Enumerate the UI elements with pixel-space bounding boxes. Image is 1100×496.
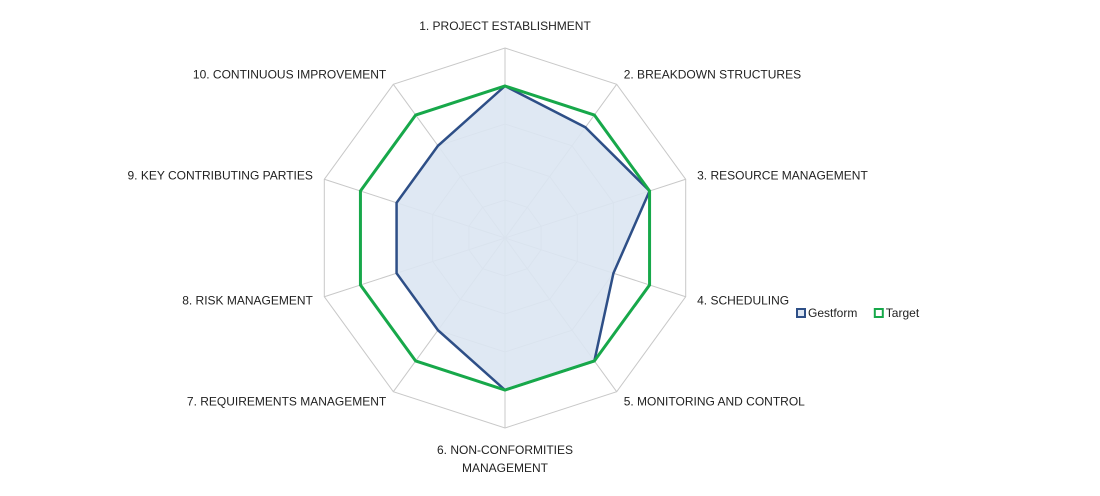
category-label: 1. PROJECT ESTABLISHMENT — [419, 19, 591, 33]
legend-label-target: Target — [886, 306, 920, 320]
legend-swatch-gestform — [796, 308, 806, 318]
legend-swatch-target — [873, 308, 884, 318]
category-labels: 1. PROJECT ESTABLISHMENT 2. BREAKDOWN STR… — [128, 19, 869, 475]
series-target-line — [358, 84, 652, 392]
category-label: 5. MONITORING AND CONTROL — [624, 394, 805, 408]
category-label: 3. RESOURCE MANAGEMENT — [697, 169, 868, 183]
legend-label-gestform: Gestform — [808, 306, 857, 320]
category-label: 4. SCHEDULING — [697, 293, 789, 307]
series-gestform-line — [395, 84, 652, 392]
chart-legend: Gestform Target — [796, 306, 920, 320]
category-label: 9. KEY CONTRIBUTING PARTIES — [128, 169, 313, 183]
category-label: 10. CONTINUOUS IMPROVEMENT — [193, 68, 387, 82]
category-label: 8. RISK MANAGEMENT — [182, 293, 313, 307]
category-label: 7. REQUIREMENTS MANAGEMENT — [187, 394, 387, 408]
category-label: 2. BREAKDOWN STRUCTURES — [624, 68, 801, 82]
